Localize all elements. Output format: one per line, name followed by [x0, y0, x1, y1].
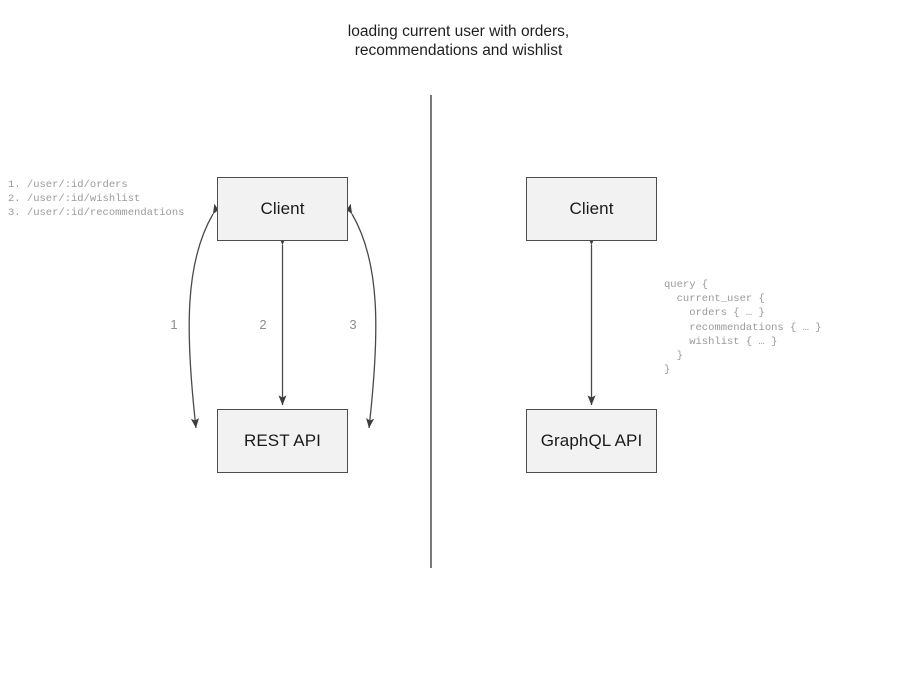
node-client-graphql-label: Client [569, 199, 614, 218]
edge-label-3: 3 [349, 317, 357, 332]
node-client-graphql[interactable]: Client [526, 177, 657, 241]
graphql-query-snippet: query { current_user { orders { … } reco… [664, 279, 822, 377]
edge-label-2: 2 [259, 317, 267, 332]
arrow-rest-edge-1 [188, 203, 222, 429]
node-rest-api-label: REST API [243, 431, 322, 450]
rest-endpoint-list: 1. /user/:id/orders 2. /user/:id/wishlis… [8, 179, 185, 220]
node-client-rest-label: Client [260, 199, 305, 218]
node-client-rest[interactable]: Client [217, 177, 348, 241]
page-title: loading current user with orders, recomm… [347, 23, 570, 59]
node-graphql-api-label: GraphQL API [540, 431, 643, 450]
node-graphql-api[interactable]: GraphQL API [526, 409, 657, 473]
edge-label-1: 1 [170, 317, 178, 332]
node-rest-api[interactable]: REST API [217, 409, 348, 473]
section-divider [430, 95, 432, 568]
